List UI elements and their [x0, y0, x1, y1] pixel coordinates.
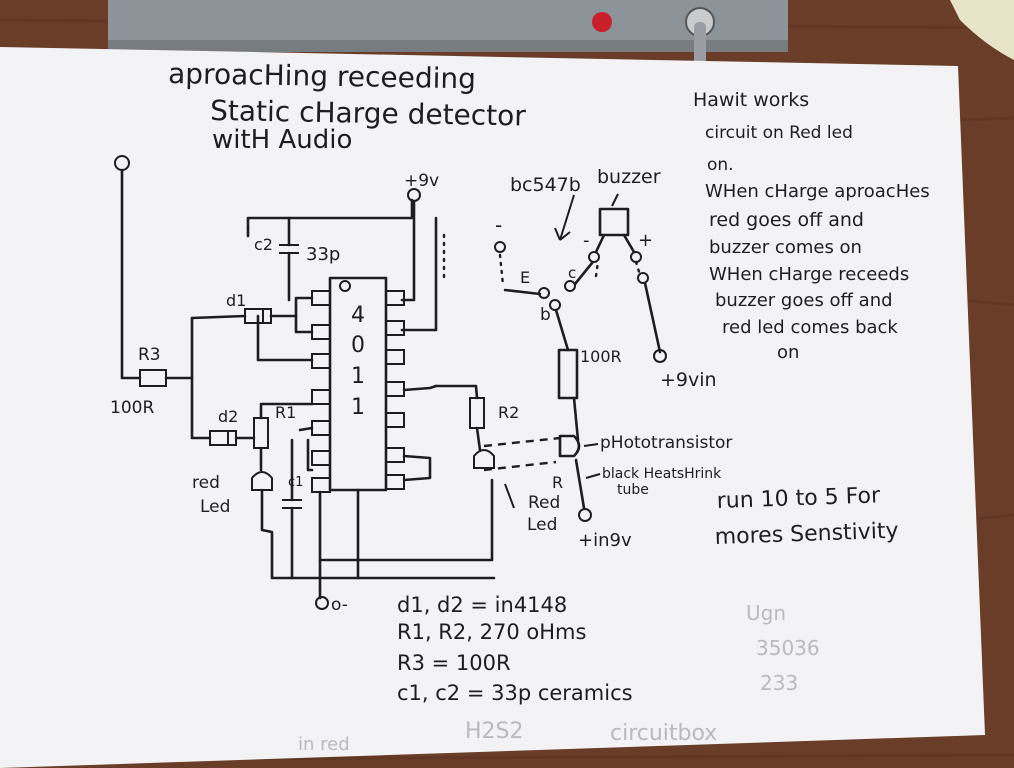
- explanation-line: WHen cHarge receeds: [709, 264, 909, 285]
- transistor-label: bc547b: [510, 174, 581, 196]
- title-line-1: aproacHing receeding: [168, 57, 476, 95]
- explanation: Hawit works circuit on Red led on. WHen …: [693, 89, 930, 363]
- ground-terminal: [315, 596, 329, 610]
- left-led-label: red: [192, 473, 220, 493]
- title-line-3: witH Audio: [212, 125, 352, 155]
- audio-circuit: bc547b buzzer - + +9vin - E c b 100R: [483, 166, 732, 551]
- tip-line: run 10 to 5 For: [716, 483, 881, 514]
- explanation-line: red goes off and: [709, 209, 864, 231]
- paper-sheet: [0, 47, 985, 768]
- left-red-led: [251, 471, 273, 491]
- explanation-line: Hawit works: [693, 89, 809, 111]
- parts-line: c1, c2 = 33p ceramics: [397, 681, 633, 705]
- c1-label: c1: [288, 475, 303, 490]
- title: aproacHing receeding Static cHarge detec…: [168, 57, 527, 155]
- parts-list: d1, d2 = in4148 R1, R2, 270 oHms R3 = 10…: [397, 593, 633, 705]
- phototransistor-label: pHototransistor: [600, 433, 732, 453]
- ic-digit: 1: [351, 395, 365, 420]
- c2-value: 33p: [306, 244, 340, 265]
- minus-rail-label: -: [495, 213, 502, 237]
- explanation-line: buzzer goes off and: [715, 290, 893, 311]
- right-red-led: [473, 449, 495, 469]
- buzzer-label: buzzer: [597, 166, 661, 188]
- r3-label: R3: [138, 345, 161, 365]
- r1-label: R1: [275, 403, 296, 422]
- explanation-line: on.: [707, 155, 734, 175]
- r3-value: 100R: [110, 398, 154, 418]
- base-label: b: [540, 305, 551, 325]
- resistor-100r: [557, 348, 579, 400]
- ic-digit: 0: [351, 333, 365, 358]
- c2-label: c2: [254, 235, 273, 254]
- explanation-line: red led comes back: [722, 317, 898, 338]
- heatshrink-label: black HeatsHrink: [602, 466, 722, 482]
- parts-line: R3 = 100R: [397, 651, 511, 675]
- parts-line: R1, R2, 270 oHms: [397, 620, 586, 644]
- explanation-line: circuit on Red led: [705, 123, 853, 143]
- explanation-line: WHen cHarge aproacHes: [705, 181, 930, 202]
- plus-9vin-label: +9vin: [660, 369, 717, 391]
- plus-label: +: [638, 230, 653, 251]
- left-led-label: Led: [200, 497, 230, 517]
- indicator-led: [592, 12, 612, 32]
- plus-9v-label: +9v: [404, 171, 439, 191]
- faint-line: 35036: [756, 636, 820, 660]
- r-mark: R: [552, 473, 563, 492]
- plus-in9v-terminal: [578, 508, 592, 522]
- d1-label: d1: [226, 291, 246, 310]
- faint-text: Ugn 35036 233 H2S2 circuitbox in red: [298, 601, 820, 755]
- d2-label: d2: [218, 407, 238, 426]
- ic-digit: 1: [351, 364, 365, 389]
- plus-in9v-label: +in9v: [578, 530, 632, 551]
- faint-line: 233: [760, 671, 798, 695]
- collector-label: c: [568, 264, 576, 282]
- explanation-line: on: [777, 342, 799, 363]
- phototransistor-body: [558, 434, 581, 458]
- device-box: [108, 0, 788, 72]
- faint-line: in red: [298, 734, 350, 755]
- heatshrink-label: tube: [617, 482, 649, 498]
- right-led-label: Red: [528, 493, 560, 513]
- title-line-2: Static cHarge detector: [210, 94, 527, 133]
- corner-object: [950, 0, 1014, 60]
- emitter-label: E: [520, 268, 530, 287]
- plus-9vin-terminal: [653, 349, 667, 363]
- resistor-100r-label: 100R: [580, 347, 622, 366]
- explanation-line: buzzer comes on: [709, 237, 862, 258]
- parts-line: d1, d2 = in4148: [397, 593, 567, 617]
- r2-label: R2: [498, 403, 519, 422]
- faint-line: Ugn: [746, 601, 786, 625]
- left-circuit: R3 100R d1 d2 c2 33p +9v: [110, 155, 560, 615]
- toggle-switch-lever: [694, 22, 706, 72]
- ground-label: o-: [331, 595, 348, 615]
- buzzer-body: [598, 207, 630, 237]
- right-led-label: Led: [527, 515, 557, 535]
- ic-notch: [339, 280, 351, 292]
- ic-digit: 4: [351, 303, 365, 328]
- minus-label: -: [583, 230, 590, 251]
- faint-line: circuitbox: [610, 721, 717, 746]
- faint-line: H2S2: [465, 719, 524, 744]
